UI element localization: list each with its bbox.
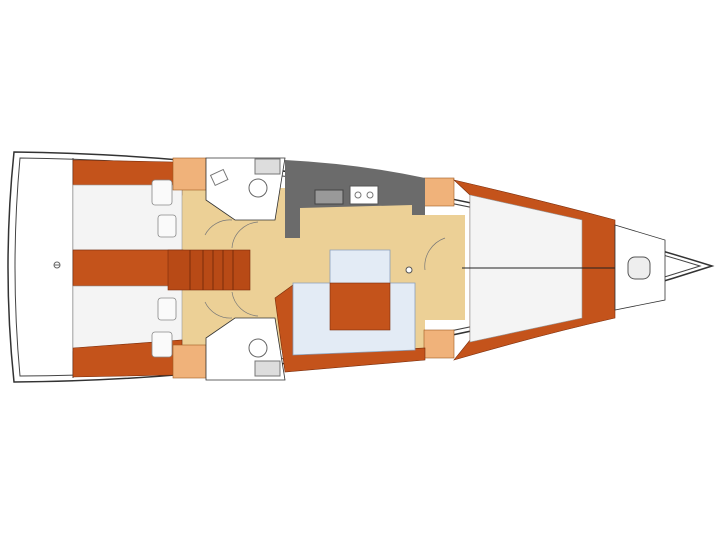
burner-icon [354, 191, 362, 199]
saloon-table [329, 282, 391, 331]
mast-step-icon [405, 266, 413, 274]
shower-icon [254, 360, 281, 377]
sink-icon [209, 168, 229, 187]
galley-sink [314, 189, 344, 205]
shower-icon [254, 158, 281, 175]
companionway-stairs [167, 249, 251, 291]
wardrobes [172, 157, 455, 379]
burner-icon [366, 191, 374, 199]
toilet-icon [248, 338, 268, 358]
central-divider [72, 249, 184, 287]
door-swings [204, 219, 446, 319]
toilet-icon [248, 178, 268, 198]
helm-icon [53, 261, 61, 269]
windlass-icon [627, 256, 651, 280]
stove [349, 185, 379, 205]
